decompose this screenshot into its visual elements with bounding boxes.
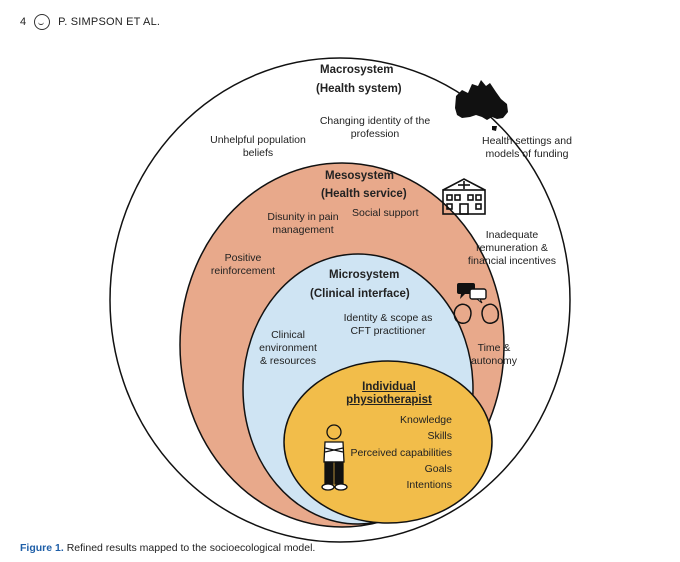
- mesosystem-title: Mesosystem: [325, 170, 395, 182]
- mesosystem-subtitle: (Health service): [321, 188, 407, 200]
- hospital-icon: [442, 178, 486, 215]
- two-heads-icon: [453, 303, 500, 324]
- individual-item-goals: Goals: [424, 463, 452, 475]
- macrosystem-title: Macrosystem: [320, 64, 394, 76]
- macro-item-identity: Changing identity of the profession: [319, 115, 431, 140]
- microsystem-title: Microsystem: [329, 269, 400, 281]
- caption-text: Refined results mapped to the socioecolo…: [66, 542, 316, 554]
- individual-title-line2: physiotherapist: [346, 394, 432, 406]
- macro-item-funding: Health settings and models of funding: [482, 135, 572, 160]
- individual-item-skills: Skills: [427, 430, 452, 442]
- running-head-authors: P. SIMPSON ET AL.: [58, 16, 161, 28]
- micro-item-environment: Clinical environment & resources: [259, 329, 317, 367]
- page-header: 4 P. SIMPSON ET AL.: [20, 14, 160, 30]
- individual-title-line1: Individual: [362, 381, 416, 393]
- journal-logo-icon: [34, 14, 51, 30]
- meso-item-disunity: Disunity in pain management: [267, 211, 339, 236]
- meso-item-social-support: Social support: [352, 207, 419, 219]
- page-number: 4: [20, 16, 27, 28]
- figure-caption: Figure 1. Refined results mapped to the …: [20, 542, 315, 554]
- micro-item-time: Time & autonomy: [470, 342, 518, 367]
- micro-item-identity: Identity & scope as CFT practitioner: [343, 312, 433, 337]
- meso-item-reinforcement: Positive reinforcement: [210, 252, 276, 277]
- person-icon: [321, 424, 348, 491]
- meso-item-remuneration: Inadequate remuneration & financial ince…: [467, 229, 557, 267]
- macro-item-beliefs: Unhelpful population beliefs: [210, 134, 306, 159]
- individual-item-intentions: Intentions: [406, 479, 452, 491]
- macrosystem-subtitle: (Health system): [316, 83, 402, 95]
- individual-item-capabilities: Perceived capabilities: [350, 447, 452, 459]
- individual-item-knowledge: Knowledge: [400, 414, 452, 426]
- microsystem-subtitle: (Clinical interface): [310, 288, 410, 300]
- speech-bubbles-icon: [457, 283, 487, 304]
- australia-map-icon: [455, 80, 508, 131]
- caption-label: Figure 1.: [20, 542, 64, 554]
